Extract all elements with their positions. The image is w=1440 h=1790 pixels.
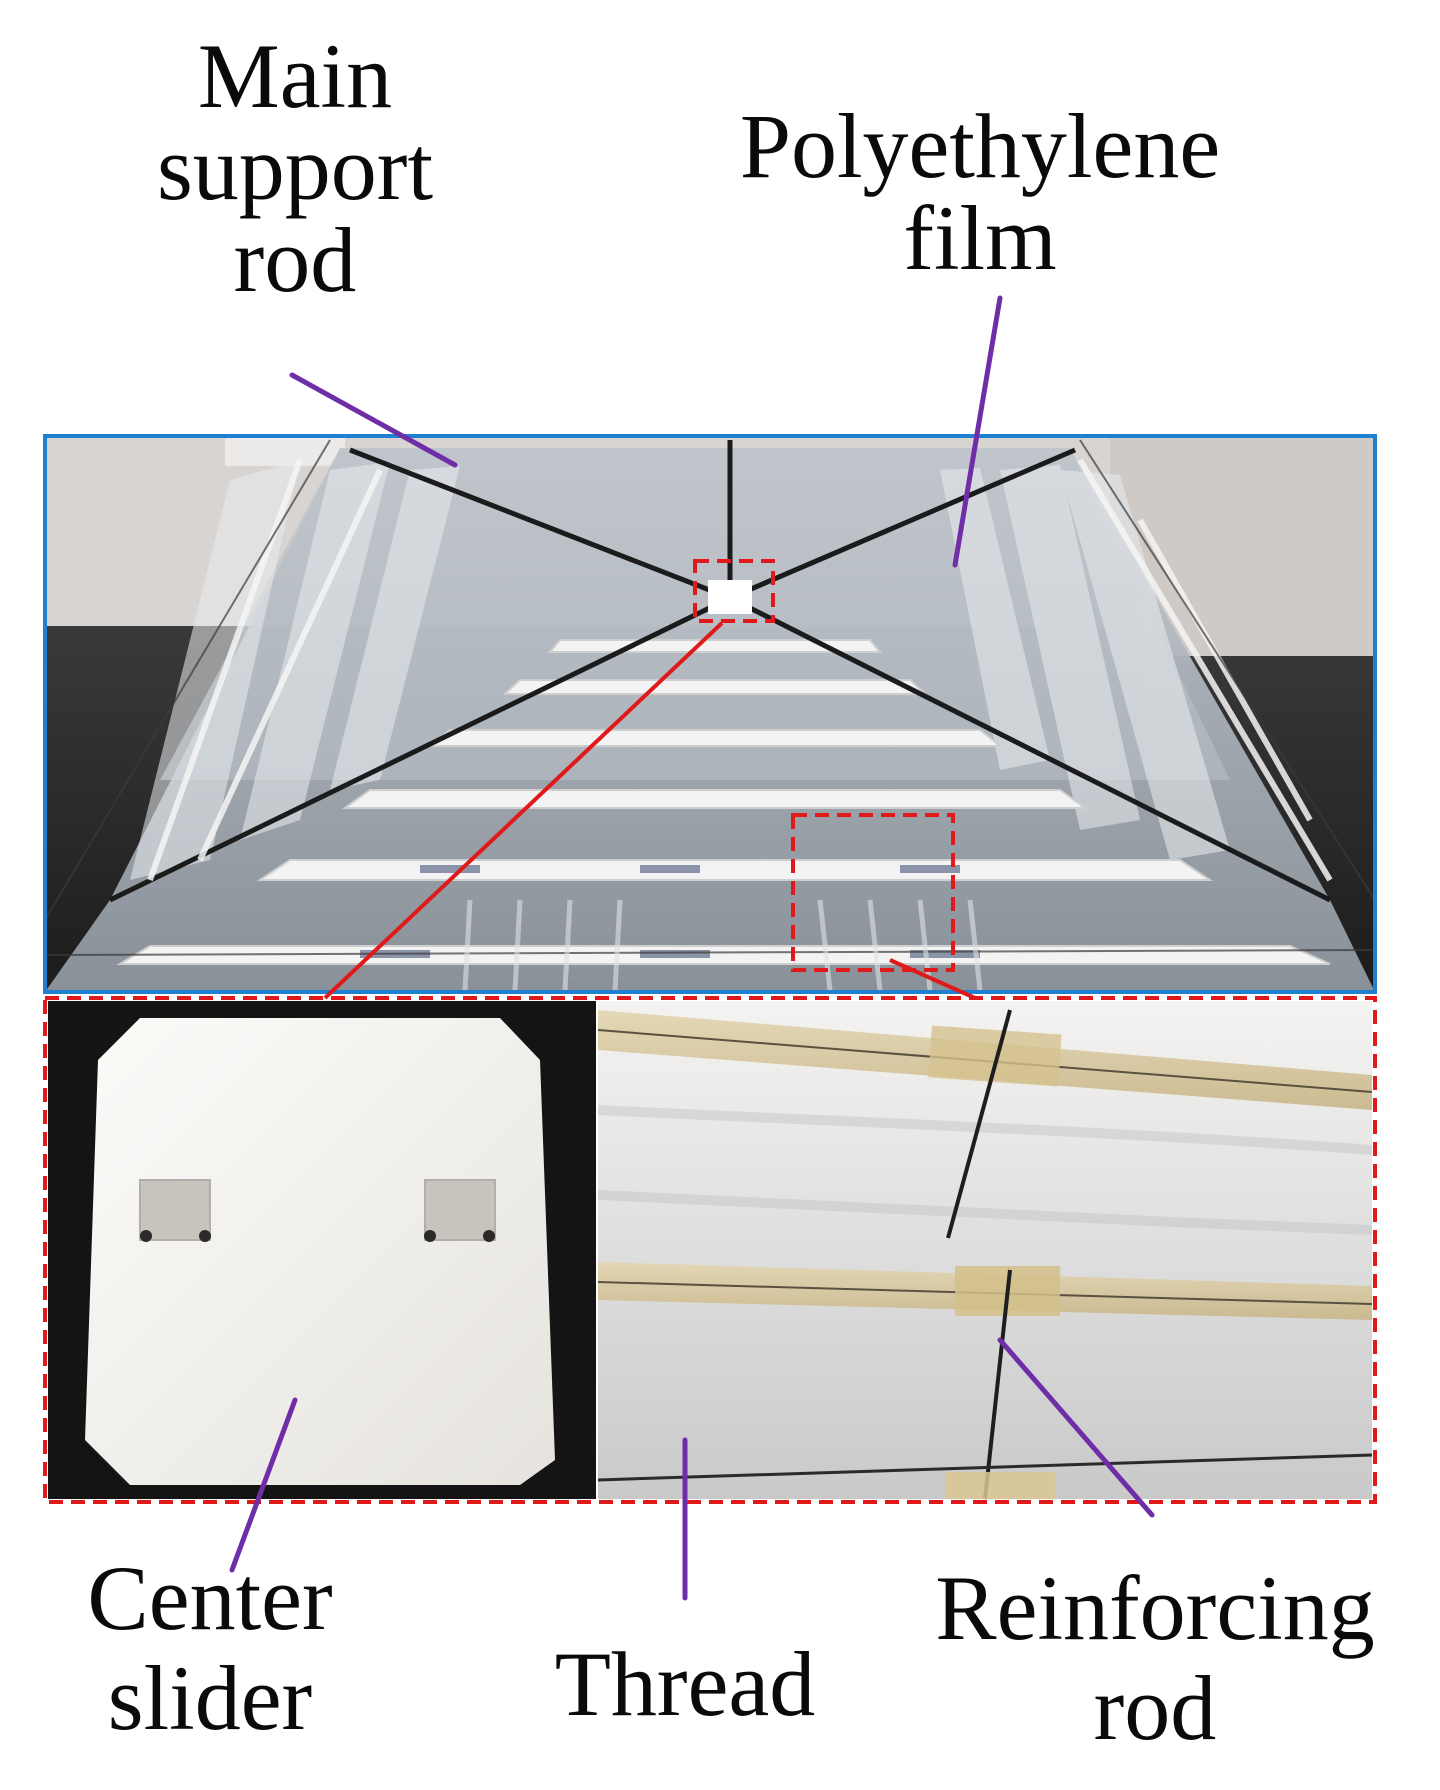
rod-zoom-connector bbox=[889, 958, 976, 1000]
label-center-slider: Center slider bbox=[87, 1547, 333, 1749]
center-slider-zoom-box bbox=[693, 559, 775, 623]
label-thread: Thread bbox=[554, 1633, 816, 1735]
reinforcing-rod-zoom-box bbox=[791, 813, 955, 972]
leader-center-slider bbox=[229, 1397, 298, 1573]
leader-polyethylene-film bbox=[952, 295, 1003, 568]
structure-photo bbox=[45, 436, 1375, 992]
leader-reinforcing-rod bbox=[997, 1337, 1155, 1518]
label-main-support-rod: Main support rod bbox=[157, 25, 433, 311]
reinforcing-rod-photo bbox=[597, 1001, 1373, 1500]
detail-border bbox=[43, 996, 1377, 1504]
label-reinforcing-rod: Reinforcing rod bbox=[935, 1557, 1375, 1759]
leader-main-support-rod bbox=[289, 372, 458, 468]
label-polyethylene-film: Polyethylene film bbox=[739, 95, 1221, 289]
slider-zoom-connector bbox=[323, 621, 724, 1000]
center-slider-photo bbox=[48, 1001, 596, 1499]
top-photo-border bbox=[43, 434, 1377, 994]
leader-lines bbox=[229, 295, 1155, 1601]
